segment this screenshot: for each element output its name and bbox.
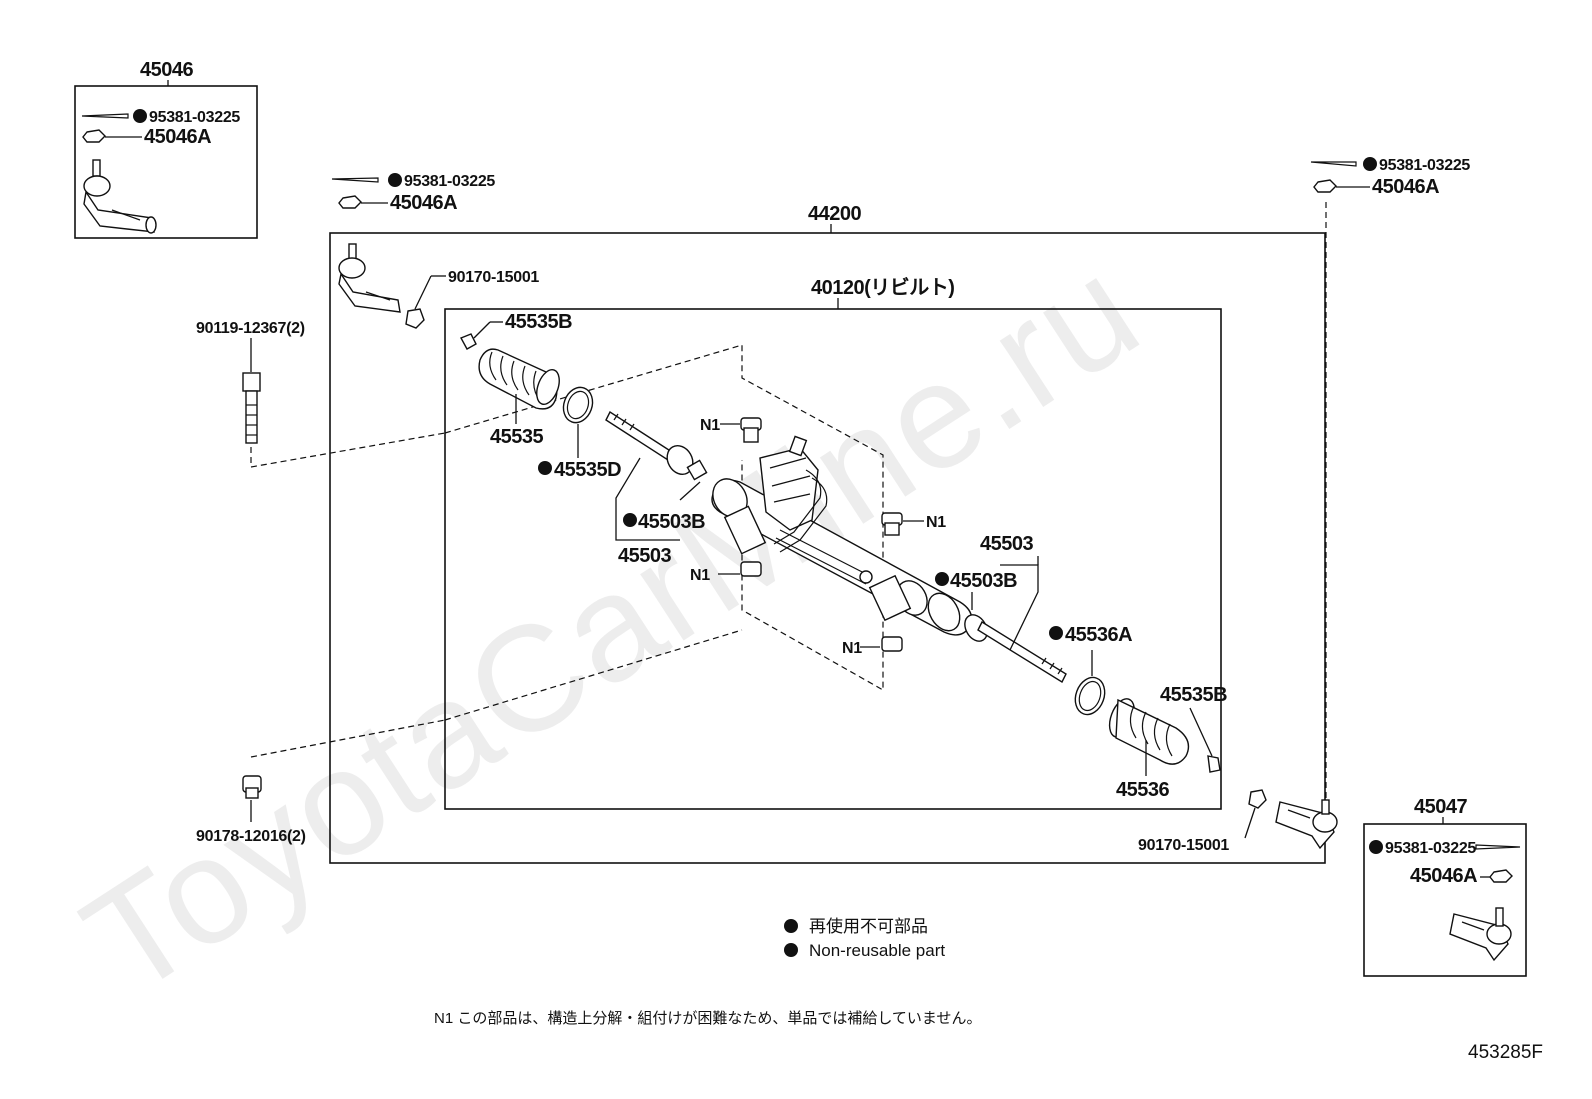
mounting-outline [444,344,884,692]
assembly-label-44200: 44200 [808,203,861,225]
part-label-bolt: 90119-12367(2) [196,320,305,337]
clip-icon [1207,755,1221,773]
nut-side-icon [1248,789,1267,809]
legend: 再使用不可部品 Non-reusable part [784,916,945,960]
diagram-reference-code: 453285F [1468,1042,1543,1063]
legend-jp: 再使用不可部品 [809,916,928,936]
n1-label: N1 [842,640,862,657]
footnote: N1 この部品は、構造上分解・組付けが困難なため、単品では補給していません。 [434,1010,981,1027]
nut-icon [338,195,362,209]
part-label-rod-end-washer: 45503B [950,570,1017,592]
right-tie-rod-group: 45503B 45503 [935,533,1067,683]
legend-en: Non-reusable part [809,941,945,960]
part-label-nut-side: 90170-15001 [448,269,539,286]
part-label-band-right: 45536A [1065,624,1132,646]
part-label-nut: 45046A [144,126,211,148]
band-icon [1074,676,1106,716]
part-label-cotter-pin: 95381-03225 [404,173,495,190]
nut-icon [1313,179,1337,193]
non-reusable-dot-icon [784,943,798,957]
bushing-icon [242,775,262,799]
part-label-nut: 45046A [1410,865,1477,887]
part-label-cotter-pin: 95381-03225 [1385,840,1476,857]
clip-icon [460,333,477,350]
part-label-tie-rod-assy-left: 45503 [618,545,671,567]
part-label-clip: 45535B [505,311,572,333]
tie-rod-end-icon [338,243,401,313]
left-outer-parts: 95381-03225 45046A 90170-15001 90119-123… [196,173,540,845]
non-reusable-dot-icon [935,572,949,586]
assembly-label-45047: 45047 [1414,796,1467,818]
n1-label: N1 [690,567,710,584]
kit-box-left [74,85,258,239]
tie-rod-end-icon [83,159,157,234]
n1-mount-2: N1 [881,512,947,536]
rebuilt-rack-box [444,308,1222,810]
part-label-bushing: 90178-12016(2) [196,828,306,845]
nut-icon [1489,869,1513,883]
boot-icon [1108,698,1190,765]
part-label-boot-left: 45535 [490,426,543,448]
part-label-boot-right: 45536 [1116,779,1169,801]
left-boot-group: 45535B 45535 45535D [460,311,622,481]
part-label-cotter-pin: 95381-03225 [1379,157,1470,174]
tie-rod-end-icon [1449,907,1512,962]
boot-icon [478,348,560,410]
non-reusable-dot-icon [538,461,552,475]
ball-joint-icon [666,444,694,476]
assembly-label-40120: 40120(リビルト) [811,276,954,299]
right-boot-group: 45536A 45536 45535B [1049,624,1228,801]
cotter-pin-icon [331,177,379,183]
n1-mount-3: N1 [690,561,762,584]
non-reusable-dot-icon [1363,157,1377,171]
non-reusable-dot-icon [388,173,402,187]
tie-rod-icon [977,621,1067,683]
cotter-pin-icon [1310,161,1357,167]
part-label-cotter-pin: 95381-03225 [149,109,240,126]
gear-assembly-box [329,232,1326,864]
nut-icon [82,129,106,143]
right-outer-parts: 90170-15001 95381-03225 45046A [1138,157,1471,854]
part-label-rod-end-washer: 45503B [638,511,705,533]
n1-mount-4: N1 [842,636,903,657]
part-label-nut-side: 90170-15001 [1138,837,1229,854]
band-icon [562,386,594,424]
tie-rod-end-icon [1275,799,1338,850]
nut-side-icon [405,308,425,329]
assembly-label-45046: 45046 [140,59,193,81]
watermark: ToyotaCarMine.ru [56,224,1167,1027]
n1-label: N1 [926,514,946,531]
cotter-pin-icon [81,113,129,119]
non-reusable-dot-icon [623,513,637,527]
part-label-clip: 45535B [1160,684,1227,706]
part-label-tie-rod-assy-right: 45503 [980,533,1033,555]
part-label-nut: 45046A [1372,176,1439,198]
non-reusable-dot-icon [133,109,147,123]
n1-label: N1 [700,417,720,434]
tie-rod-end-kit-right: 45047 95381-03225 45046A [1363,796,1527,977]
cotter-pin-icon [1475,844,1521,850]
kit-box-right [1363,823,1527,977]
tie-rod-icon [605,410,673,462]
steering-rack-housing [711,435,988,642]
part-label-band-left: 45535D [554,459,621,481]
non-reusable-dot-icon [1049,626,1063,640]
non-reusable-dot-icon [1369,840,1383,854]
part-label-nut: 45046A [390,192,457,214]
non-reusable-dot-icon [784,919,798,933]
left-tie-rod-group: 45503B 45503 [605,410,708,567]
washer-icon [686,459,708,481]
tie-rod-end-kit-left: 45046 95381-03225 45046A [74,59,258,239]
bolt-icon [242,372,261,444]
n1-mount-1: N1 [700,417,762,443]
